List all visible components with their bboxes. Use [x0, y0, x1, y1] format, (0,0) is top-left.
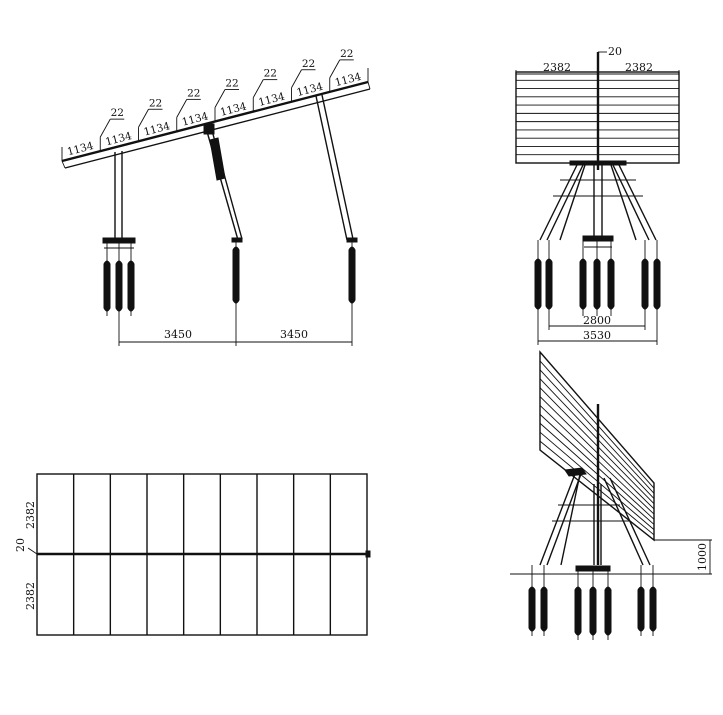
side-front-piles: [103, 243, 135, 316]
gap-leader: [329, 59, 341, 79]
front-inner-span-label: 2800: [583, 314, 611, 327]
front-support-frame: [539, 160, 657, 248]
front-outer-span-label: 3530: [583, 329, 611, 342]
gap-label: 22: [264, 68, 277, 80]
tilted-support-frame: [510, 467, 700, 575]
side-rear-strut: [315, 94, 358, 316]
front-half-width-left-label: 2382: [543, 61, 571, 74]
front-half-width-right-label: 2382: [625, 61, 653, 74]
gap-leader: [214, 89, 226, 108]
gap-leader: [252, 79, 264, 98]
side-front-post: [102, 151, 136, 249]
gap-label: 22: [340, 48, 353, 60]
front-top-dimensions: 2382 2382 20: [515, 45, 680, 75]
front-piles: [534, 240, 661, 316]
front-center-gap-label: 20: [608, 45, 622, 58]
side-panel-ticks: [61, 68, 369, 161]
side-actuator: [203, 123, 243, 316]
gap-label: 22: [225, 78, 238, 90]
gap-leader: [291, 69, 302, 88]
plan-center-gap-label: 20: [14, 538, 27, 552]
plan-half-height-bottom-label: 2382: [24, 582, 37, 610]
front-view: 2382 2382 20: [515, 45, 680, 345]
plan-view: 2382 2382 20: [14, 473, 371, 636]
gap-label: 22: [187, 87, 200, 99]
gap-label: 22: [302, 58, 315, 70]
gap-leader: [138, 109, 149, 128]
gap-leader: [99, 118, 111, 138]
post-spacing-right-label: 3450: [280, 328, 308, 341]
post-spacing-dimension: 3450 3450: [118, 316, 353, 346]
tilted-piles: [528, 565, 657, 640]
plan-left-dimensions: 2382 2382 20: [14, 474, 38, 635]
gap-label: 22: [111, 107, 124, 119]
clearance-dimension: 1000: [654, 539, 712, 575]
plan-half-height-top-label: 2382: [24, 501, 37, 529]
front-bottom-dimensions: 2800 3530: [537, 314, 658, 345]
gap-label: 22: [149, 97, 162, 109]
post-spacing-left-label: 3450: [164, 328, 192, 341]
clearance-label: 1000: [696, 543, 709, 571]
gap-leader: [176, 99, 188, 118]
tilted-view: 1000: [510, 350, 712, 640]
side-view: 1134113411341134113411341134113422222222…: [61, 48, 371, 346]
